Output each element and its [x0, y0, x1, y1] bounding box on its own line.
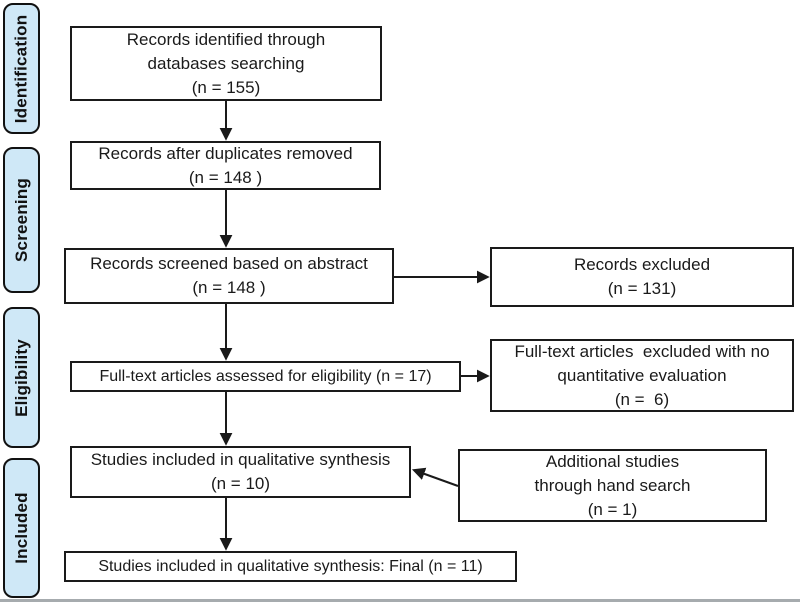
box-records-identified: Records identified through databases sea… [70, 26, 382, 101]
box-fulltext-excluded-line-1: Full-text articles excluded with no [514, 341, 770, 361]
stage-eligibility: Eligibility [3, 307, 40, 448]
box-records-screened-count: (n = 148 ) [192, 278, 266, 297]
box-final-included-line-1: Studies included in qualitative synthesi… [98, 557, 483, 575]
box-fulltext-assessed-line-1: Full-text articles assessed for eligibil… [99, 367, 432, 385]
stage-screening: Screening [3, 147, 40, 293]
box-fulltext-excluded-line-2: quantitative evaluation [557, 365, 727, 385]
arrow-additional-to-qualitative [411, 467, 459, 487]
box-duplicates-removed: Records after duplicates removed (n = 14… [70, 141, 381, 190]
box-records-excluded-line-1: Records excluded [573, 255, 711, 274]
box-records-screened: Records screened based on abstract (n = … [64, 248, 394, 304]
box-duplicates-removed-line-1: Records after duplicates removed [98, 143, 353, 163]
box-qualitative-synthesis-count: (n = 10) [210, 474, 271, 493]
box-qualitative-synthesis: Studies included in qualitative synthesi… [70, 446, 411, 498]
box-records-excluded-count: (n = 131) [607, 279, 677, 298]
box-records-excluded: Records excluded (n = 131) [490, 247, 794, 307]
box-final-included: Studies included in qualitative synthesi… [64, 551, 517, 582]
box-additional-studies-line-1: Additional studies [545, 451, 680, 471]
stage-identification-label: Identification [11, 14, 31, 123]
box-records-identified-count: (n = 155) [191, 77, 261, 97]
box-additional-studies: Additional studies through hand search (… [458, 449, 767, 522]
box-duplicates-removed-count: (n = 148 ) [188, 167, 263, 187]
box-additional-studies-count: (n = 1) [587, 499, 638, 519]
stage-included-label: Included [11, 492, 31, 564]
box-records-identified-line-1: Records identified through [126, 29, 326, 49]
stage-eligibility-label: Eligibility [11, 338, 31, 417]
box-fulltext-excluded-count: (n = 6) [614, 389, 670, 409]
box-records-screened-line-1: Records screened based on abstract [90, 254, 368, 273]
figure-bottom-edge [0, 599, 800, 602]
box-qualitative-synthesis-line-1: Studies included in qualitative synthesi… [90, 450, 391, 469]
box-additional-studies-line-2: through hand search [534, 475, 691, 495]
stage-identification: Identification [3, 3, 40, 134]
box-records-identified-line-2: databases searching [147, 53, 305, 73]
stage-included: Included [3, 458, 40, 598]
stage-screening-label: Screening [11, 178, 31, 262]
box-fulltext-assessed: Full-text articles assessed for eligibil… [70, 361, 461, 392]
box-fulltext-excluded: Full-text articles excluded with no quan… [490, 339, 794, 412]
